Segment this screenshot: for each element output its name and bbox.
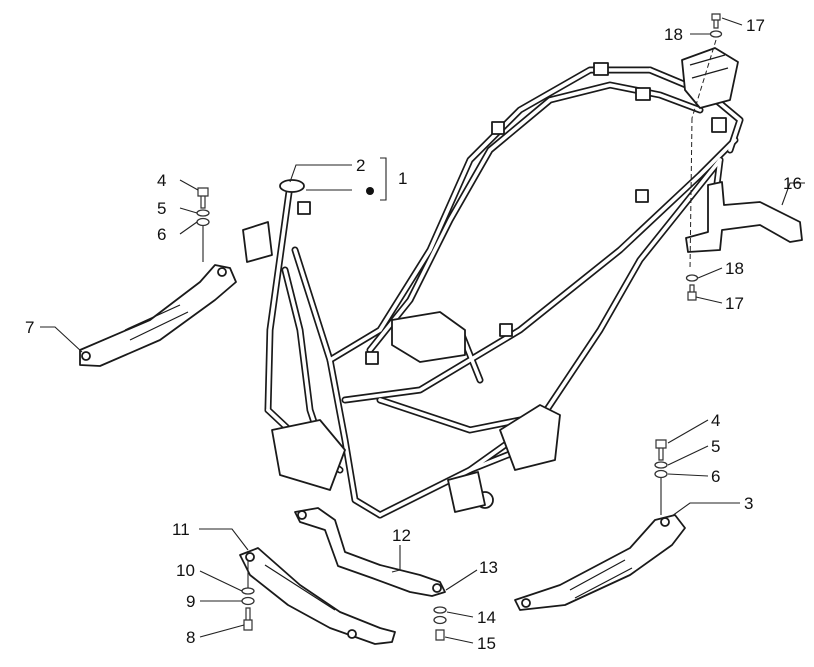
callout-5: 5 xyxy=(157,199,166,218)
bolt-group-right xyxy=(654,439,668,515)
callout-10: 10 xyxy=(176,561,195,580)
callout-7: 7 xyxy=(25,318,34,337)
rail-clip xyxy=(297,201,311,215)
head-tube-cap xyxy=(279,179,305,193)
front-lower-plate xyxy=(271,419,346,491)
bolt-group-lower-center xyxy=(433,606,447,641)
callout-2: 2 xyxy=(356,156,365,175)
callout-6: 6 xyxy=(711,467,720,486)
bolt-group-lower-left xyxy=(241,560,255,631)
right-footrest-bracket xyxy=(514,514,686,611)
callout-1: 1 xyxy=(398,169,407,188)
callout-4: 4 xyxy=(711,411,720,430)
rail-clip xyxy=(491,121,505,135)
rear-side-bracket xyxy=(685,181,803,253)
head-tube-bracket xyxy=(242,221,273,263)
center-bracket xyxy=(391,311,466,363)
callout-13: 13 xyxy=(479,558,498,577)
callout-14: 14 xyxy=(477,608,496,627)
callout-18: 18 xyxy=(725,259,744,278)
bolt-group-left xyxy=(196,187,210,262)
callout-6: 6 xyxy=(157,225,166,244)
leader-lines xyxy=(40,17,805,644)
grease-nipple xyxy=(366,187,374,195)
callout-11: 11 xyxy=(172,520,190,539)
callout-9: 9 xyxy=(186,592,195,611)
lower-crossbar xyxy=(239,547,396,645)
callout-18: 18 xyxy=(664,25,683,44)
callout-4: 4 xyxy=(157,171,166,190)
callout-labels: 1 2 4 5 6 7 3 4 5 6 11 10 9 8 12 13 14 1… xyxy=(25,16,802,653)
callout-17: 17 xyxy=(725,294,744,313)
callout-3: 3 xyxy=(744,494,753,513)
rail-clip xyxy=(711,117,727,133)
callout-17: 17 xyxy=(746,16,765,35)
engine-mount xyxy=(499,404,561,471)
callout-8: 8 xyxy=(186,628,195,647)
center-stand-bracket xyxy=(294,507,446,597)
rail-clip xyxy=(593,62,609,76)
rear-top-bracket xyxy=(681,47,739,109)
callout-16: 16 xyxy=(783,174,802,193)
rail-clip xyxy=(635,87,651,101)
bolt-group-top-right xyxy=(685,13,723,301)
callout-15: 15 xyxy=(477,634,496,653)
main-frame xyxy=(242,47,744,519)
swingarm-bracket xyxy=(447,471,486,513)
rail-clip xyxy=(365,351,379,365)
rail-clip xyxy=(499,323,513,337)
callout-5: 5 xyxy=(711,437,720,456)
callout-12: 12 xyxy=(392,526,411,545)
rail-clip xyxy=(635,189,649,203)
